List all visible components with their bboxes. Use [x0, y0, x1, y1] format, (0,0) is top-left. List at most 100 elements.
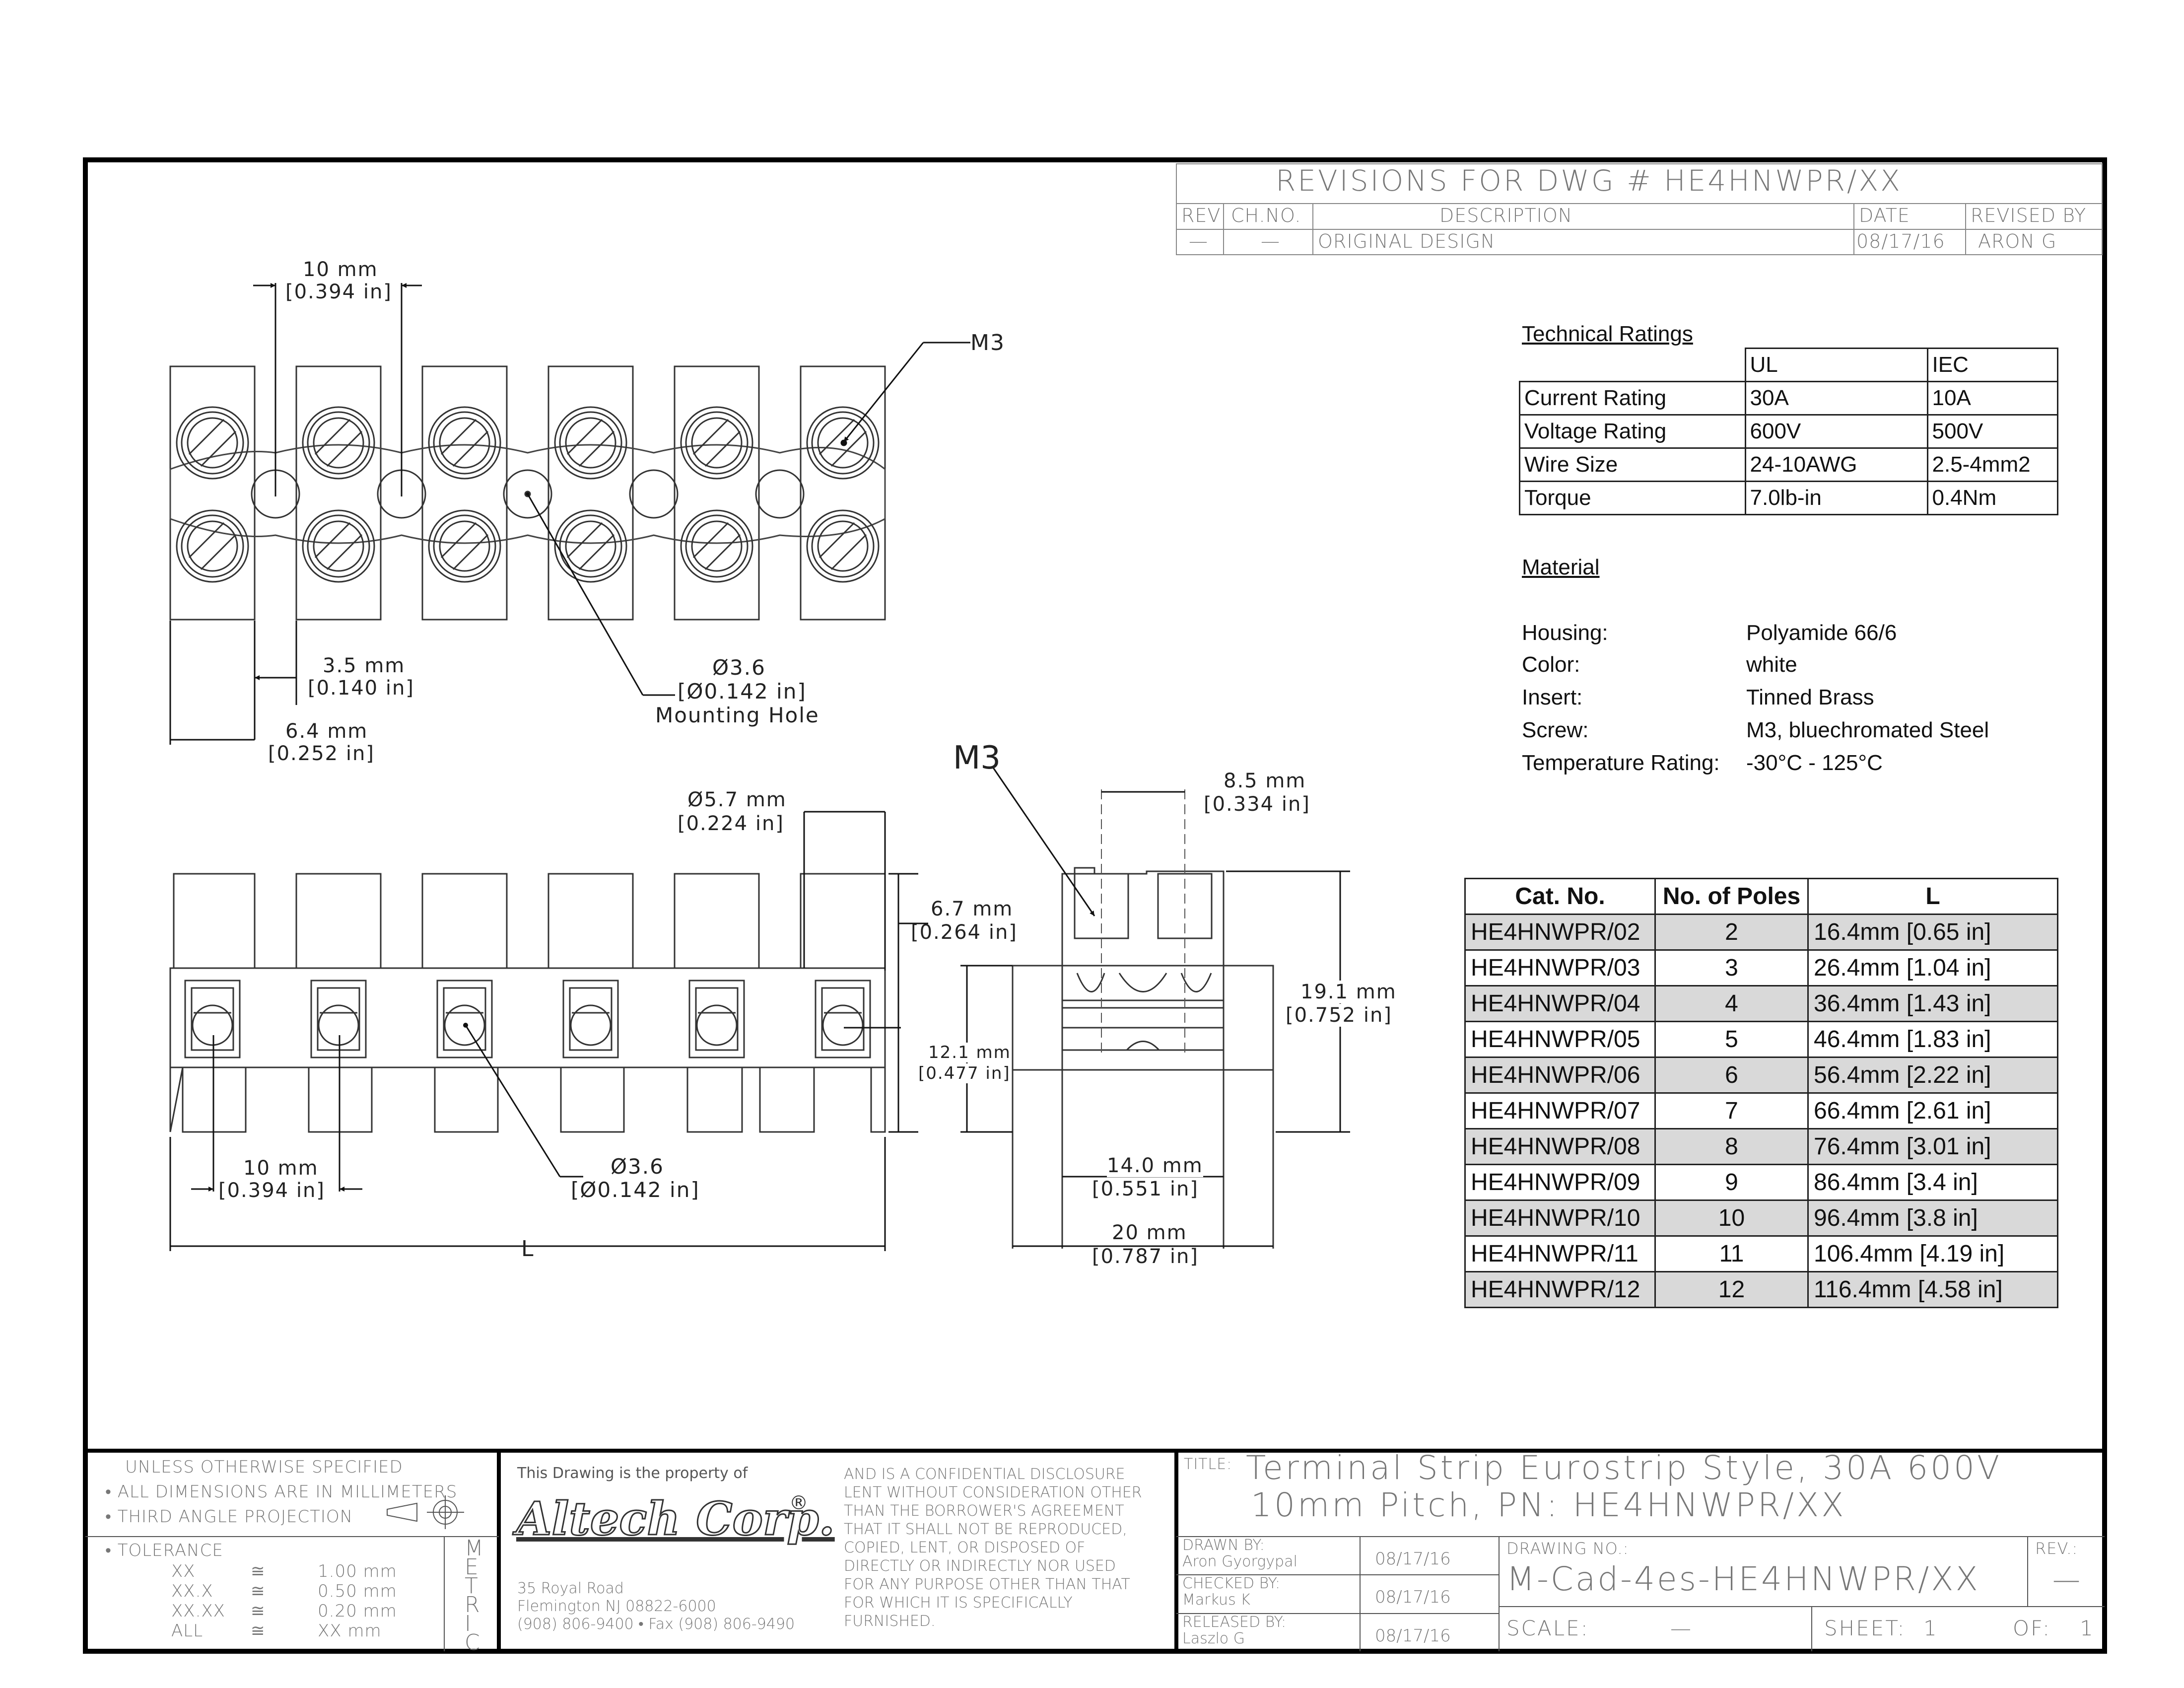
screw-head-icon — [554, 406, 627, 480]
wire-entry-icon — [436, 980, 493, 1058]
approx-symbol: ≅ — [251, 1581, 265, 1601]
ratings-label: Current Rating — [1519, 381, 1746, 416]
ratings-iec: 500V — [1926, 414, 2058, 449]
catalog-catno: HE4HNWPR/09 — [1464, 1164, 1656, 1201]
technical-ratings-heading: Technical Ratings — [1522, 322, 1693, 346]
material-label: Screw: — [1522, 718, 1589, 742]
rev-header-revised-by: REVISED BY — [1971, 205, 2087, 226]
dim-dia36-in: [Ø0.142 in] — [571, 1178, 700, 1202]
screw-head-icon — [806, 406, 880, 480]
dim-h67-mm: 6.7 mm — [931, 898, 1014, 920]
metric-label: METRIC — [465, 1536, 483, 1655]
catalog-length: 96.4mm [3.8 in] — [1807, 1199, 2058, 1237]
disclosure-line: FOR WHICH IT IS SPECIFICALLY — [844, 1594, 1073, 1612]
catalog-length: 46.4mm [1.83 in] — [1807, 1021, 2058, 1058]
tolerance-value: 1.00 mm — [318, 1561, 397, 1581]
sheet-value: 1 — [1923, 1616, 1939, 1640]
ratings-ul: 30A — [1744, 381, 1928, 416]
catalog-catno: HE4HNWPR/11 — [1464, 1235, 1656, 1272]
catalog-length: 56.4mm [2.22 in] — [1807, 1056, 2058, 1094]
material-label: Insert: — [1522, 685, 1583, 709]
catalog-poles: 9 — [1654, 1164, 1809, 1201]
top-screws — [176, 406, 880, 583]
approx-symbol: ≅ — [251, 1621, 265, 1641]
rev-row-rev: — — [1189, 230, 1208, 252]
checked-date: 08/17/16 — [1375, 1587, 1451, 1607]
catalog-header-l: L — [1807, 878, 2058, 915]
catalog-header-catno: Cat. No. — [1464, 878, 1656, 915]
top-dimensions — [169, 283, 970, 745]
note-millimeters: • ALL DIMENSIONS ARE IN MILLIMETERS — [105, 1482, 458, 1502]
screw-head-icon — [428, 509, 501, 583]
dim-m3-top: M3 — [970, 330, 1005, 355]
catalog-length: 66.4mm [2.61 in] — [1807, 1092, 2058, 1129]
drawing-no: M-Cad-4es-HE4HNWPR/XX — [1506, 1560, 1980, 1598]
sheet-label: SHEET: — [1824, 1616, 1906, 1640]
rev-header-chno: CH.NO. — [1231, 205, 1301, 226]
tolerance-format: XX — [171, 1561, 196, 1581]
drawing-border — [83, 157, 2107, 1654]
catalog-catno: HE4HNWPR/04 — [1464, 985, 1656, 1022]
tolerance-label: • TOLERANCE — [105, 1541, 223, 1560]
scale-label: SCALE: — [1506, 1616, 1589, 1640]
address-line: (908) 806-9400 • Fax (908) 806-9490 — [517, 1616, 795, 1633]
material-value: -30°C - 125°C — [1746, 751, 1883, 775]
checked-by: Markus K — [1182, 1591, 1250, 1609]
dim-mounting-dia: Ø3.6 — [712, 655, 766, 680]
property-of: This Drawing is the property of — [517, 1465, 748, 1482]
front-dimensions — [169, 811, 928, 1251]
checked-by-label: CHECKED BY: — [1182, 1575, 1281, 1592]
wire-entry-icon — [562, 980, 619, 1058]
catalog-poles: 12 — [1654, 1271, 1809, 1308]
catalog-length: 36.4mm [1.43 in] — [1807, 985, 2058, 1022]
screw-head-icon — [680, 406, 753, 480]
front-view — [169, 873, 886, 1133]
dim-w20-in: [0.787 in] — [1092, 1245, 1199, 1268]
catalog-length: 26.4mm [1.04 in] — [1807, 949, 2058, 986]
material-heading: Material — [1522, 555, 1600, 579]
disclosure-line: FURNISHED. — [844, 1613, 936, 1630]
released-by-label: RELEASED BY: — [1182, 1614, 1287, 1631]
dim-width-mm: 6.4 mm — [285, 720, 368, 743]
dim-dia57-in: [0.224 in] — [678, 812, 784, 835]
title-line-2: 10mm Pitch, PN: HE4HNWPR/XX — [1251, 1486, 1846, 1524]
catalog-catno: HE4HNWPR/03 — [1464, 949, 1656, 986]
ratings-corner — [1519, 348, 1746, 382]
dim-h121-in: [0.477 in] — [918, 1063, 1011, 1083]
screw-head-icon — [428, 406, 501, 480]
catalog-poles: 2 — [1654, 914, 1809, 951]
catalog-length: 16.4mm [0.65 in] — [1807, 914, 2058, 951]
ratings-label: Wire Size — [1519, 447, 1746, 482]
ratings-iec: 10A — [1926, 381, 2058, 416]
catalog-length: 86.4mm [3.4 in] — [1807, 1164, 2058, 1201]
dim-w20-mm: 20 mm — [1112, 1221, 1187, 1244]
rev-header-date: DATE — [1859, 205, 1910, 226]
dim-h67-in: [0.264 in] — [911, 921, 1018, 944]
catalog-poles: 6 — [1654, 1056, 1809, 1094]
catalog-poles: 10 — [1654, 1199, 1809, 1237]
dim-width-in: [0.252 in] — [268, 742, 375, 765]
ratings-ul: 600V — [1744, 414, 1928, 449]
dim-top-pitch-mm: 10 mm — [303, 258, 378, 281]
catalog-poles: 5 — [1654, 1021, 1809, 1058]
ratings-iec: 0.4Nm — [1926, 481, 2058, 515]
drawn-by-label: DRAWN BY: — [1182, 1537, 1265, 1554]
material-label: Temperature Rating: — [1522, 751, 1720, 775]
wire-entry-icon — [815, 980, 871, 1058]
dim-gap-in: [0.140 in] — [308, 677, 414, 700]
material-label: Color: — [1522, 652, 1580, 677]
top-view — [169, 365, 886, 621]
dim-bottom-pitch-mm: 10 mm — [243, 1157, 319, 1180]
title-line-1: Terminal Strip Eurostrip Style, 30A 600V — [1246, 1449, 2002, 1487]
disclosure-line: DIRECTLY OR INDIRECTLY NOR USED — [844, 1557, 1116, 1575]
wire-entry-icon — [184, 980, 241, 1058]
